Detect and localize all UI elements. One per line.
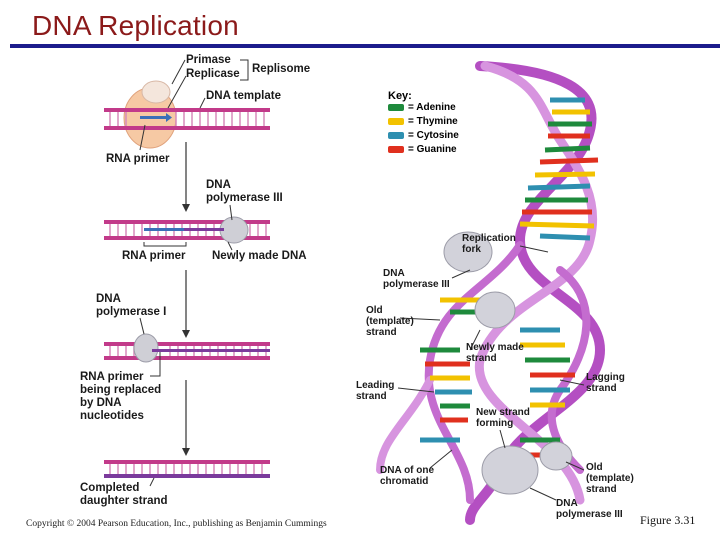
rna-primer-replaced-label: RNA primer being replaced by DNA nucleot…	[80, 371, 162, 422]
copyright-notice: Copyright © 2004 Pearson Education, Inc.…	[26, 519, 327, 529]
adenine-swatch	[388, 103, 404, 111]
base-pairs	[420, 97, 599, 458]
bottom-dna-polymerase-3-label: DNA polymerase III	[556, 498, 623, 520]
key-title: Key:	[388, 90, 412, 102]
completed-daughter-strand-label: Completed daughter strand	[80, 482, 168, 507]
primase-label: Primase	[186, 54, 231, 66]
dna-pol-3-right2-blob	[539, 441, 573, 471]
title-underline	[10, 44, 720, 48]
dna-polymerase-3-label: DNA polymerase III	[206, 179, 283, 204]
dna-template-label: DNA template	[206, 90, 281, 102]
dna-polymerase-1-label: DNA polymerase I	[96, 293, 167, 318]
key-label-adenine: = Adenine	[408, 102, 456, 113]
replication-fork-label: Replication fork	[462, 233, 516, 255]
rna-primer-label-1: RNA primer	[106, 153, 170, 165]
key-item-adenine: = Adenine	[388, 102, 456, 113]
figure-number: Figure 3.31	[640, 513, 696, 527]
dna-template-strand-2	[104, 220, 270, 240]
rna-primer-segment-2	[144, 228, 184, 231]
key-item-cytosine: = Cytosine	[388, 130, 459, 141]
newly-made-dna-label: Newly made DNA	[212, 250, 307, 262]
key-item-guanine: = Guanine	[388, 144, 457, 155]
replicase-label: Replicase	[186, 68, 240, 80]
leading-strand-label: Leading strand	[356, 380, 395, 402]
dna-pol-3-mid-blob	[474, 291, 516, 329]
cytosine-swatch	[388, 131, 404, 139]
guanine-swatch	[388, 145, 404, 153]
dna-pol-3-right-blob	[443, 231, 493, 273]
right-dna-polymerase-3-label: DNA polymerase III	[383, 268, 450, 290]
newly-made-strand-label: Newly made strand	[466, 342, 524, 364]
key-label-cytosine: = Cytosine	[408, 130, 459, 141]
dna-template-strand-1	[104, 108, 270, 130]
slide-title: DNA Replication	[32, 10, 239, 41]
key-item-thymine: = Thymine	[388, 116, 458, 127]
dna-of-one-chromatid-label: DNA of one chromatid	[380, 465, 435, 487]
key-label-thymine: = Thymine	[408, 116, 458, 127]
old-template-strand-label-1: Old (template) strand	[366, 305, 414, 338]
new-strand-forming-label: New strand forming	[476, 407, 530, 429]
key-label-guanine: = Guanine	[408, 144, 457, 155]
dna-pol-3-bottom-blob	[481, 445, 539, 495]
rna-primer-segment-1	[140, 116, 166, 119]
right-leader-lines	[397, 245, 585, 501]
thymine-swatch	[388, 117, 404, 125]
primase-blob	[141, 80, 171, 104]
old-template-strand-label-2: Old (template) strand	[586, 462, 634, 495]
dna-pol-3-blob	[219, 216, 249, 244]
completed-daughter-strand	[104, 460, 270, 478]
dna-pol-1-blob	[133, 333, 159, 363]
replisome-label: Replisome	[252, 63, 311, 75]
rna-primer-label-2: RNA primer	[122, 250, 186, 262]
lagging-strand-label: Lagging strand	[586, 372, 625, 394]
